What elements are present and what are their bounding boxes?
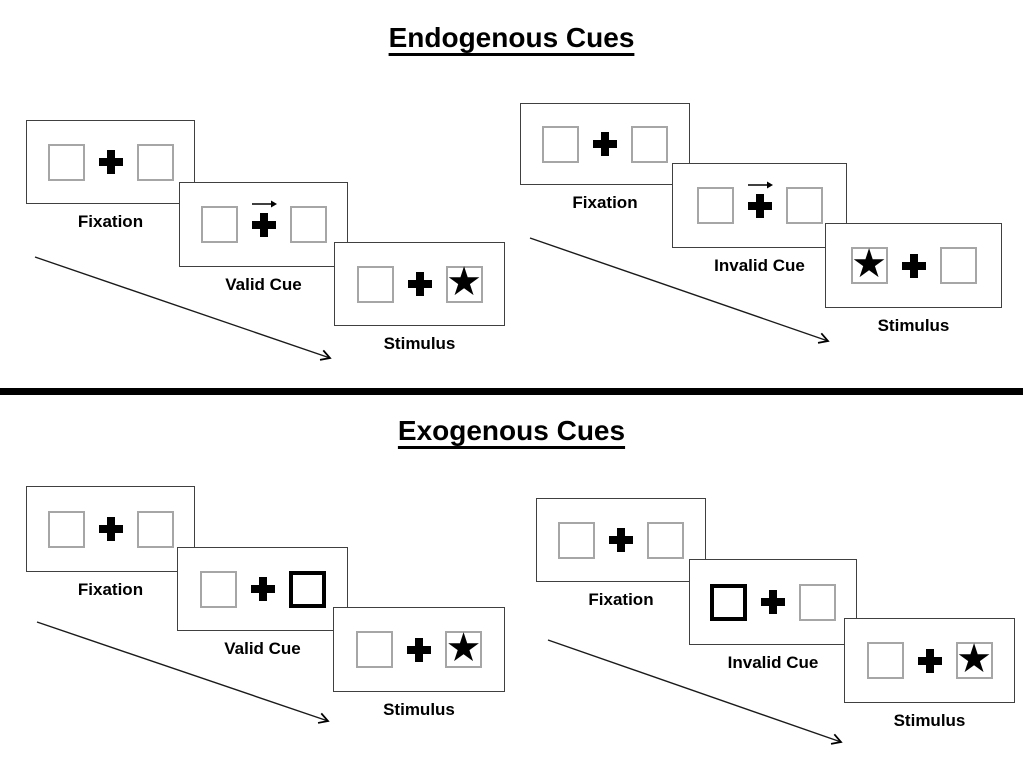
placeholder-box-left: [558, 521, 595, 559]
fixation-cross-icon: [609, 528, 633, 552]
placeholder-box-left: [47, 143, 85, 181]
panel-fixation: [26, 120, 195, 204]
fixation-cross-icon: [917, 648, 942, 673]
panel-label: Stimulus: [383, 700, 455, 719]
star-icon: ★: [446, 260, 482, 304]
placeholder-box-left: [696, 187, 734, 224]
panel-fixation: [536, 498, 706, 582]
panel-label: Fixation: [572, 193, 638, 212]
section-title-exogenous: Exogenous Cues: [397, 415, 626, 446]
panel-label: Valid Cue: [224, 639, 301, 658]
fixation-cross-icon: [407, 637, 431, 662]
fixation-cross-icon: [251, 200, 277, 237]
fixation-cross-icon: [761, 590, 785, 614]
star-icon: ★: [956, 636, 992, 681]
panel-fixation: [26, 486, 195, 572]
fixation-cross-icon: [901, 253, 926, 278]
right-arrow-cue-icon: [251, 200, 277, 207]
panel-stimulus: ★: [844, 618, 1015, 703]
panel-label: Stimulus: [877, 316, 950, 335]
section-title-endogenous: Endogenous Cues: [388, 22, 635, 53]
right-arrow-cue-icon: [747, 181, 773, 188]
placeholder-box-left: [200, 206, 238, 243]
panel-stimulus: ★: [825, 223, 1002, 308]
placeholder-box-left: [866, 642, 904, 679]
placeholder-box-right: [785, 187, 823, 224]
timeline-arrow: [36, 621, 330, 724]
timeline-arrow: [547, 639, 843, 745]
placeholder-box-right: [799, 583, 836, 621]
target-box-left: ★: [850, 241, 888, 286]
panel-valid-cue: [177, 547, 348, 631]
fixation-cross-icon: [747, 181, 773, 218]
fixation-cross-icon: [98, 517, 123, 541]
section-divider: [0, 388, 1023, 395]
placeholder-box-left: [199, 570, 237, 608]
panel-label: Invalid Cue: [714, 256, 805, 275]
fixation-cross-icon: [250, 577, 275, 601]
star-icon: ★: [445, 625, 482, 670]
placeholder-box-right: [136, 510, 174, 548]
panel-valid-cue: [179, 182, 348, 267]
timeline-arrow: [529, 237, 830, 344]
panel-label: Fixation: [77, 212, 144, 231]
panel-label: Stimulus: [383, 334, 456, 353]
target-box-right: ★: [955, 636, 993, 681]
highlighted-cue-box-left: [710, 583, 747, 621]
placeholder-box-left: [542, 125, 579, 163]
star-icon: ★: [851, 241, 887, 286]
panel-fixation: [520, 103, 690, 185]
timeline-arrow: [34, 256, 332, 361]
highlighted-cue-box-right: [288, 570, 326, 608]
panel-stimulus: ★: [333, 607, 505, 692]
fixation-cross-icon: [407, 272, 432, 296]
placeholder-box-right: [289, 206, 327, 243]
placeholder-box-right: [136, 143, 174, 181]
panel-label: Fixation: [77, 580, 144, 599]
panel-label: Stimulus: [893, 711, 966, 730]
target-box-right: ★: [445, 262, 483, 303]
placeholder-box-right: [939, 247, 977, 284]
panel-invalid-cue: [672, 163, 847, 248]
target-box-right: ★: [445, 625, 482, 670]
panel-label: Fixation: [588, 590, 654, 609]
panel-label: Valid Cue: [225, 275, 302, 294]
fixation-cross-icon: [593, 132, 617, 156]
placeholder-box-left: [356, 631, 393, 668]
panel-label: Invalid Cue: [727, 653, 819, 672]
placeholder-box-left: [356, 265, 394, 303]
panel-invalid-cue: [689, 559, 857, 645]
panel-stimulus: ★: [334, 242, 505, 326]
placeholder-box-left: [47, 510, 85, 548]
placeholder-box-right: [647, 521, 684, 559]
placeholder-box-right: [631, 125, 668, 163]
fixation-cross-icon: [98, 150, 123, 174]
